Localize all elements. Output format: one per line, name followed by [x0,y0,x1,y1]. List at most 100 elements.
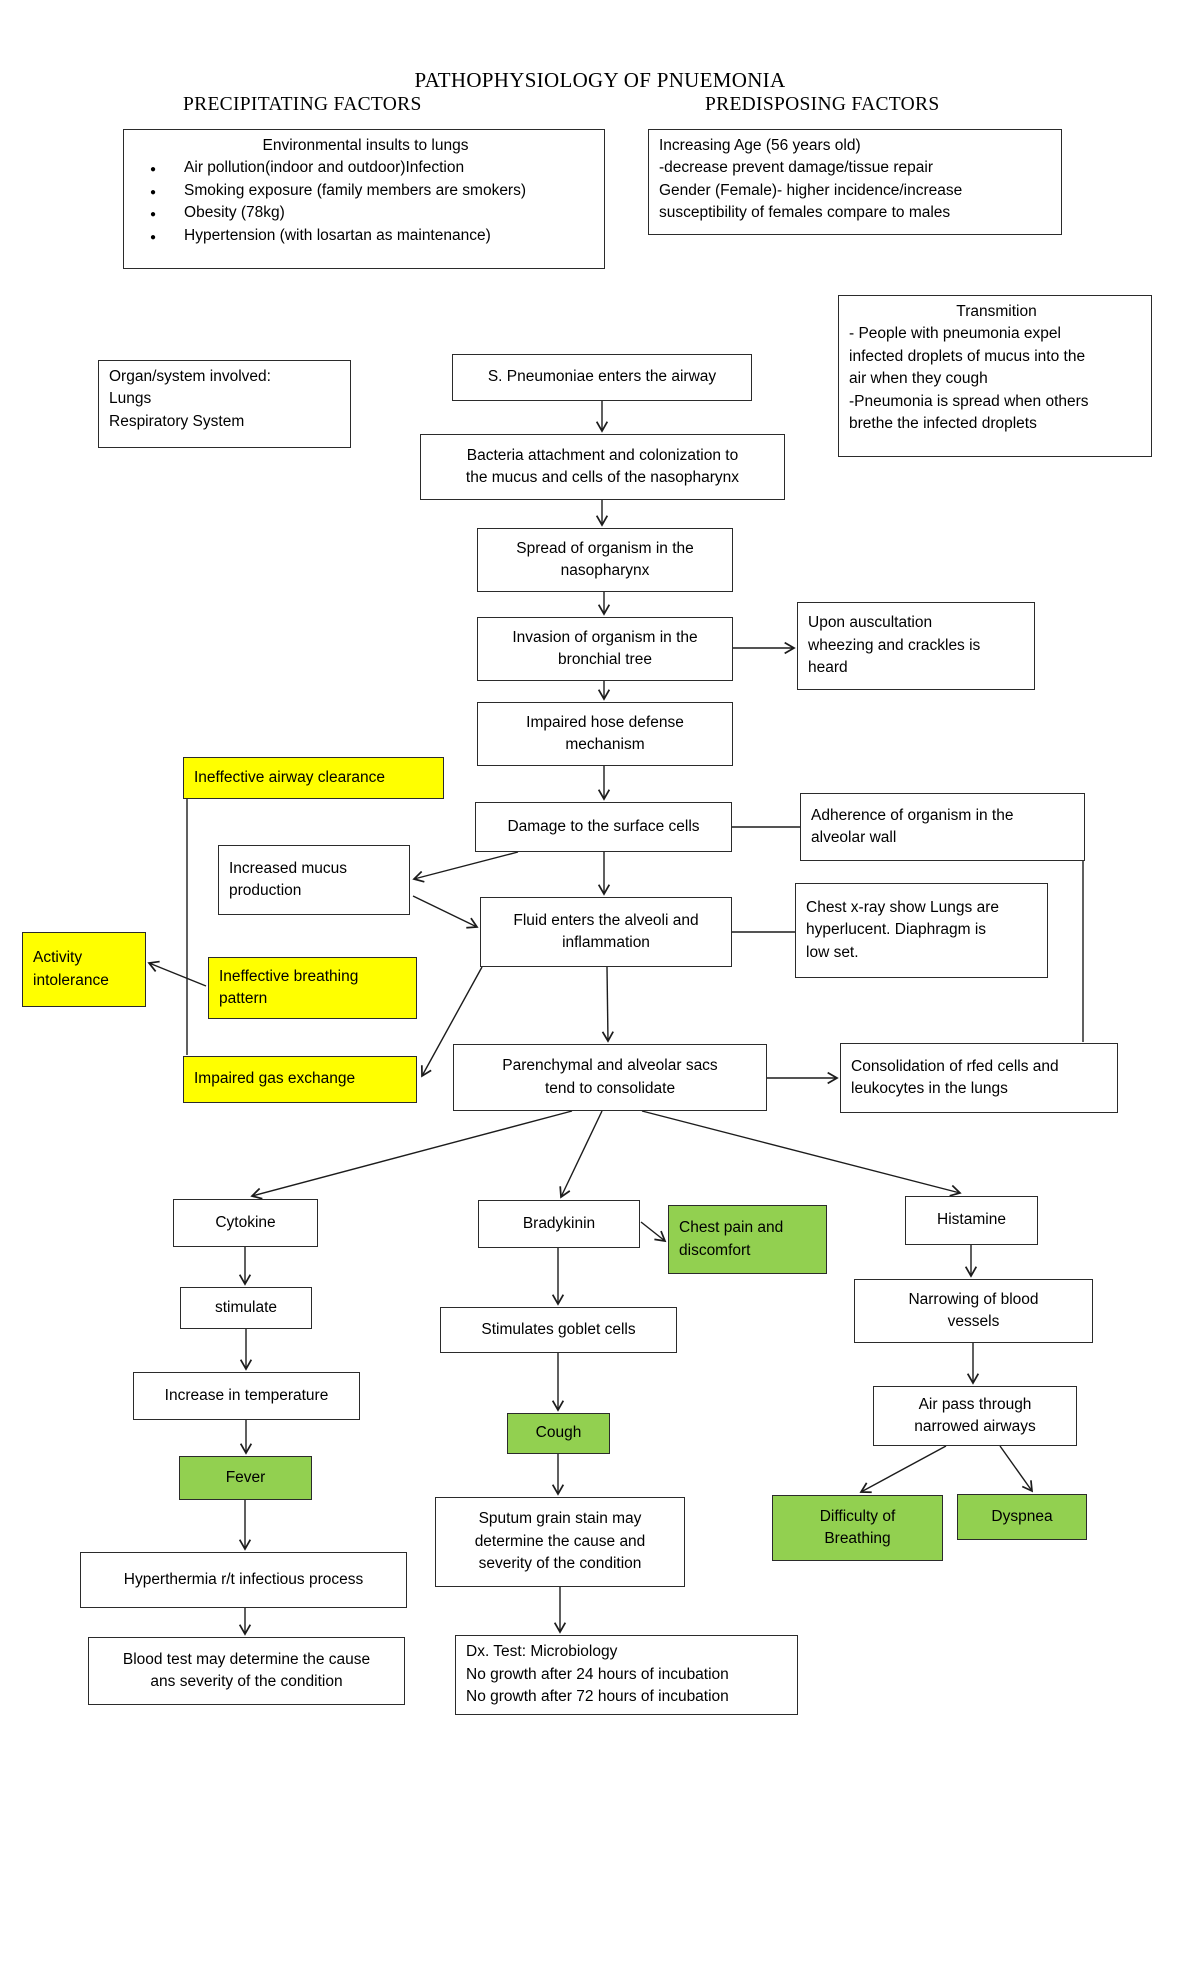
text-line: tend to consolidate [544,1079,676,1097]
node-pneumoniae-enters-airway: S. Pneumoniae enters the airway [452,354,752,401]
bullet-text: Obesity (78kg) [184,204,285,222]
text-line: Fluid enters the alveoli and [513,911,699,929]
node-dx-test-microbiology: Dx. Test: Microbiology No growth after 24… [455,1635,798,1715]
text-line: Sputum grain stain may [478,1510,642,1528]
text-line: Gender (Female)- higher incidence/increa… [659,181,963,199]
transmission-box-title: Transmition [956,303,1037,320]
node-hyperthermia: Hyperthermia r/t infectious process [80,1552,407,1608]
text-line: discomfort [679,1241,751,1259]
node-damage-surface-cells: Damage to the surface cells [475,802,732,852]
bullet-text: Air pollution(indoor and outdoor)Infecti… [184,159,465,177]
arrow-mucus-fluid [412,895,479,929]
text-line: stimulate [214,1298,278,1316]
text-line: Narrowing of blood [908,1290,1039,1308]
text-line: No growth after 24 hours of incubation [466,1665,729,1683]
text-line: Impaired hose defense [526,713,684,731]
text-line: susceptibility of females compare to mal… [659,204,951,222]
text-line: Increasing Age (56 years old) [659,137,861,154]
node-activity-intolerance: Activity intolerance [22,932,146,1007]
node-predisposing-details: Increasing Age (56 years old) -decrease p… [648,129,1062,235]
node-bradykinin: Bradykinin [478,1200,640,1248]
node-chest-xray-findings: Chest x-ray show Lungs are hyperlucent. D… [795,883,1048,978]
text-line: wheezing and crackles is [808,636,981,654]
text-line: Damage to the surface cells [507,817,700,835]
node-increase-temperature: Increase in temperature [133,1372,360,1420]
node-cough: Cough [507,1413,610,1454]
node-dyspnea: Dyspnea [957,1494,1087,1540]
text-line: Invasion of organism in the [512,628,698,646]
text-line: Activity [33,949,83,967]
text-line: Spread of organism in the [516,539,694,557]
text-line: Impaired gas exchange [194,1070,356,1088]
node-impaired-gas-exchange: Impaired gas exchange [183,1056,417,1103]
text-line: Difficulty of [819,1507,896,1525]
text-line: Upon auscultation [808,614,933,632]
bullet-icon: ● [150,164,157,176]
node-stimulate: stimulate [180,1287,312,1329]
arrow-fluid-parenchymal [601,966,614,1043]
text-line: alveolar wall [811,829,897,846]
text-line: the mucus and cells of the nasopharynx [465,469,740,486]
page-title: PATHOPHYSIOLOGY OF PNUEMONIA [414,68,786,92]
text-line: intolerance [33,971,109,989]
text-line: production [229,882,302,899]
text-line: nasopharynx [560,562,650,579]
arrow-airpass-difficulty [859,1445,947,1494]
node-auscultation-findings: Upon auscultation wheezing and crackles i… [797,602,1035,690]
text-line: Ineffective breathing [219,967,359,985]
text-line: Cough [535,1424,582,1442]
node-ineffective-airway-clearance: Ineffective airway clearance [183,757,444,799]
text-line: No growth after 72 hours of incubation [466,1688,729,1706]
text-line: -Pneumonia is spread when others [849,392,1089,410]
text-line: Blood test may determine the cause [122,1650,371,1668]
arrow-breathing-activity [147,960,207,987]
text-line: severity of the condition [478,1555,642,1573]
text-line: inflammation [562,934,650,951]
text-line: Respiratory System [109,412,245,430]
bullet-icon: ● [150,231,157,243]
node-cytokine: Cytokine [173,1199,318,1247]
arrow-airpass-dyspnea [999,1445,1034,1493]
bullet-item: ● Obesity (78kg) [134,202,597,224]
arrow-damage-mucus [412,851,519,883]
text-line: bronchial tree [558,651,652,668]
text-line: Dx. Test: Microbiology [466,1643,618,1661]
text-line: Parenchymal and alveolar sacs [502,1057,718,1075]
node-air-pass-narrowed-airways: Air pass through narrowed airways [873,1386,1077,1446]
bullet-item: ●Smoking exposure (family members are sm… [134,180,597,202]
arrow-parenchymal-bradykinin [559,1110,603,1199]
environmental-box-title: Environmental insults to lungs [262,137,469,154]
arrow-parenchymal-cytokine [250,1110,573,1200]
arrow-bradykinin-chestpain [640,1221,667,1243]
bullet-icon: ● [150,209,157,221]
text-line: - People with pneumonia expel [849,325,1061,343]
text-line: Lungs [109,390,152,408]
text-line: Bacteria attachment and colonization to [466,446,739,464]
text-line: S. Pneumoniae enters the airway [487,368,717,386]
text-line: Chest x-ray show Lungs are [806,898,999,916]
environmental-bullet-list: ● Air pollution(indoor and outdoor)Infect… [134,157,597,247]
text-line: -decrease prevent damage/tissue repair [659,159,933,177]
text-line: Air pass through [918,1395,1032,1413]
bullet-text: Hypertension (with losartan as maintenan… [184,226,491,244]
text-line: low set. [806,943,859,961]
text-line: vessels [947,1313,1000,1330]
arrow-parenchymal-histamine [641,1110,962,1197]
text-line: Histamine [937,1211,1006,1229]
text-line: hyperlucent. Diaphragm is [806,921,987,939]
text-line: Stimulates goblet cells [481,1320,636,1338]
text-line: heard [808,659,848,677]
node-fluid-enters-alveoli: Fluid enters the alveoli and inflammation [480,897,732,967]
node-bacteria-attachment: Bacteria attachment and colonization to t… [420,434,785,500]
text-line: Increase in temperature [164,1386,329,1404]
text-line: narrowed airways [914,1418,1036,1435]
text-line: Chest pain and [679,1219,784,1237]
bullet-icon: ● [150,186,157,198]
